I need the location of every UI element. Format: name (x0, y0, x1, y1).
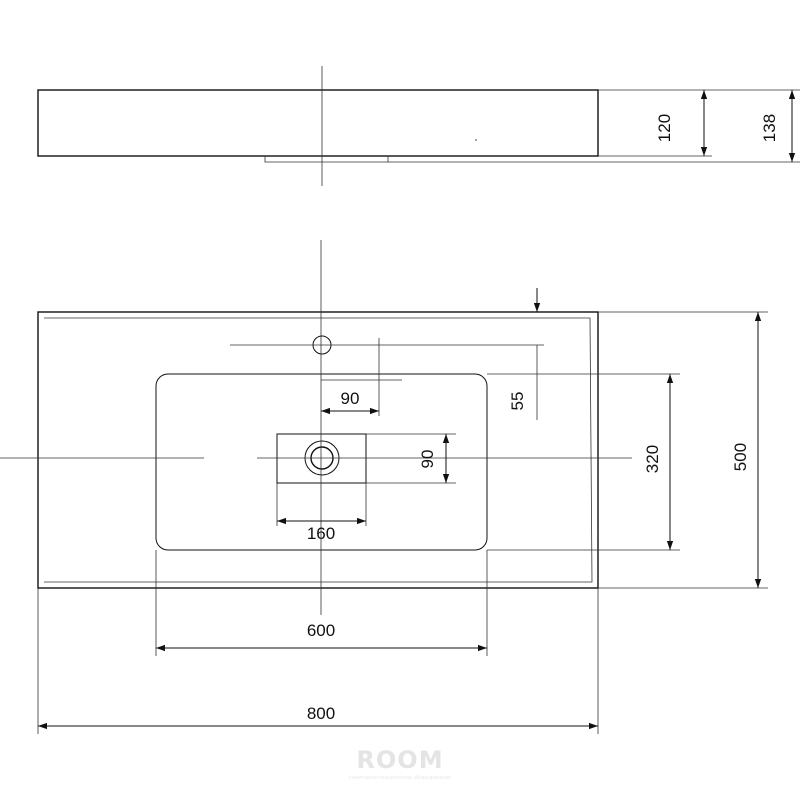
side-view: 120 138 (37, 66, 800, 186)
dim-label-320: 320 (643, 445, 662, 473)
side-view-body (37, 89, 599, 157)
dim-label-138: 138 (760, 114, 779, 142)
top-view-outline (37, 311, 599, 589)
watermark-tagline: санитарно-техническое оборудование (349, 775, 451, 781)
dim-label-600: 600 (307, 621, 335, 640)
watermark-logo: ROOM (356, 746, 443, 774)
side-view-drain-lip (264, 156, 389, 163)
dim-label-90-horizontal: 90 (341, 389, 360, 408)
top-view-inner-edge (44, 317, 593, 583)
watermark: ROOM санитарно-техническое оборудование (349, 746, 451, 781)
dim-label-160: 160 (307, 524, 335, 543)
drain-rect (276, 433, 367, 484)
dim-label-800: 800 (307, 704, 335, 723)
dim-label-90-vertical: 90 (418, 450, 437, 469)
basin-bowl (155, 373, 488, 551)
dim-label-55: 55 (508, 392, 527, 411)
dim-label-120: 120 (655, 114, 674, 142)
top-view: 90 55 90 160 320 500 600 800 (0, 240, 768, 734)
dim-label-500: 500 (731, 443, 750, 471)
